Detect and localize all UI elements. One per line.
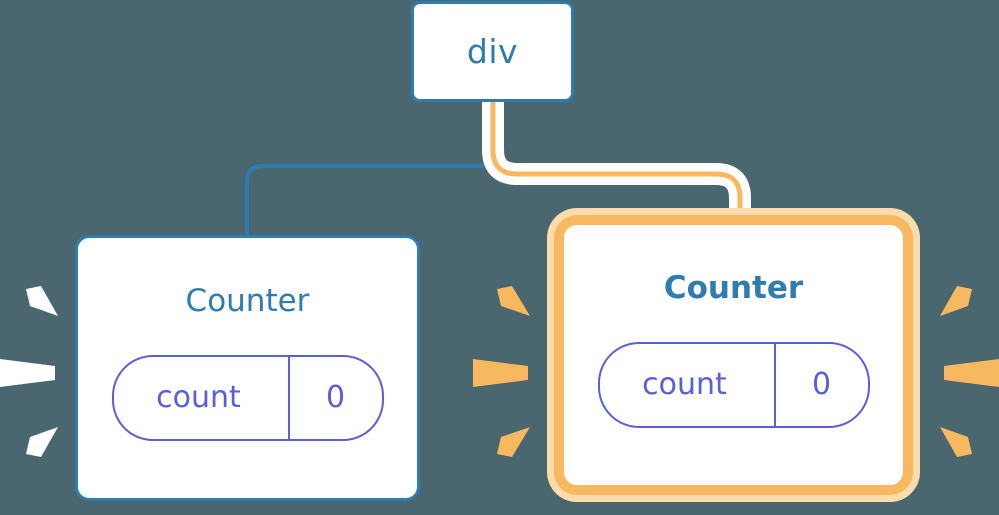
edge-div-to-counter-left — [245, 102, 495, 236]
node-counter-right[interactable]: Counter count 0 — [561, 222, 906, 488]
edge-highlight-halo — [482, 102, 751, 236]
state-pill-counter-left[interactable]: count 0 — [111, 355, 384, 441]
node-counter-right-label: Counter — [663, 270, 804, 306]
state-value: 0 — [325, 380, 346, 415]
node-div-label: div — [466, 32, 519, 71]
node-counter-left-label: Counter — [185, 283, 310, 319]
state-value: 0 — [811, 367, 832, 402]
state-pill-counter-right[interactable]: count 0 — [597, 342, 870, 428]
state-key: count — [114, 357, 290, 439]
edge-div-to-counter-right — [490, 102, 743, 236]
state-key: count — [600, 344, 776, 426]
node-div[interactable]: div — [411, 1, 574, 102]
node-counter-left[interactable]: Counter count 0 — [75, 235, 420, 501]
